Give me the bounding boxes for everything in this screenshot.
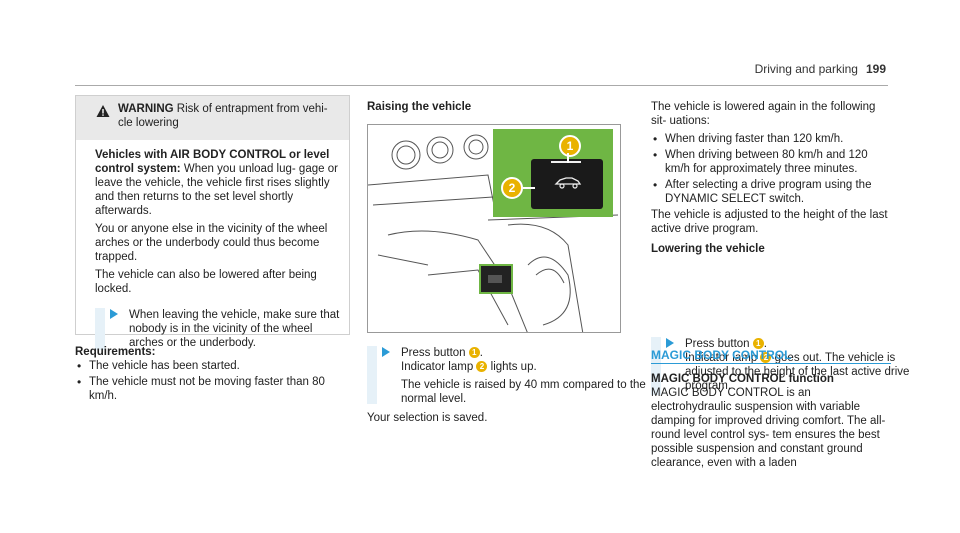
callout-1: 1 [468,347,480,358]
raising-title: Raising the vehicle [367,101,472,113]
lowered-item: When driving between 80 km/h and 120 km/… [651,148,891,176]
warning-p2: You or anyone else in the vicinity of th… [95,223,328,263]
warning-header: WARNING Risk of entrapment from vehi- cl… [76,96,349,140]
warning-p1: When you unload lug- gage or leave the v… [95,163,338,217]
lowered-adjusted: The vehicle is adjusted to the height of… [651,209,888,235]
section-heading: MAGIC BODY CONTROL [651,348,792,362]
running-header: Driving and parking 199 [755,62,886,76]
requirements: Requirements: The vehicle has been start… [75,345,350,405]
callout-2: 2 [501,177,523,199]
button-zoom-inset: 1 2 [493,129,613,217]
lowered-item: When driving faster than 120 km/h. [651,132,891,146]
lowered-conditions: The vehicle is lowered again in the foll… [651,100,891,260]
magic-body: MAGIC BODY CONTROL is an electrohydrauli… [651,387,886,469]
warning-label: WARNING [118,103,174,115]
callout-2: 2 [760,352,772,363]
level-button [531,159,603,209]
warning-p3: The vehicle can also be lowered after be… [95,269,317,295]
requirement-item: The vehicle must not be moving faster th… [75,375,350,403]
lowered-intro: The vehicle is lowered again in the foll… [651,101,876,127]
callout-2: 2 [476,361,488,372]
warning-step: When leaving the vehicle, make sure that… [95,308,345,350]
indicator-lamp [551,161,581,163]
requirements-title: Requirements: [75,346,156,358]
warning-triangle-icon [96,105,110,117]
step-arrow-icon [382,347,390,357]
callout-1: 1 [752,338,764,349]
requirement-item: The vehicle has been started. [75,359,350,373]
warning-subhead: Vehicles with AIR BODY CONTROL or level … [95,149,330,175]
magic-body-control: MAGIC BODY CONTROL function MAGIC BODY C… [651,372,891,470]
center-console-illustration: 1 2 [367,124,621,333]
warning-box: WARNING Risk of entrapment from vehi- cl… [75,95,350,350]
warning-title-block: WARNING Risk of entrapment from vehi- cl… [118,102,343,130]
warning-title: Risk of entrapment from vehi- cle loweri… [118,103,328,129]
callout-1: 1 [559,135,581,157]
step-arrow-icon [110,309,118,319]
raising-result: The vehicle is raised by 40 mm compared … [401,379,646,405]
warning-step-text: When leaving the vehicle, make sure that… [129,309,340,349]
magic-subtitle: MAGIC BODY CONTROL function [651,373,834,385]
vehicle-level-icon [554,177,582,189]
lowering-title: Lowering the vehicle [651,243,765,255]
section-title: Driving and parking [754,62,858,76]
header-divider [75,85,888,86]
selection-saved: Your selection is saved. [367,412,488,424]
page-number: 199 [865,62,886,76]
lowering-step: Press button 1. Indicator lamp 2 goes ou… [651,337,925,395]
lowered-item: After selecting a drive program using th… [651,178,891,206]
raising-step: Press button 1. Indicator lamp 2 lights … [367,346,663,406]
section-divider [651,363,891,364]
step-arrow-icon [666,338,674,348]
